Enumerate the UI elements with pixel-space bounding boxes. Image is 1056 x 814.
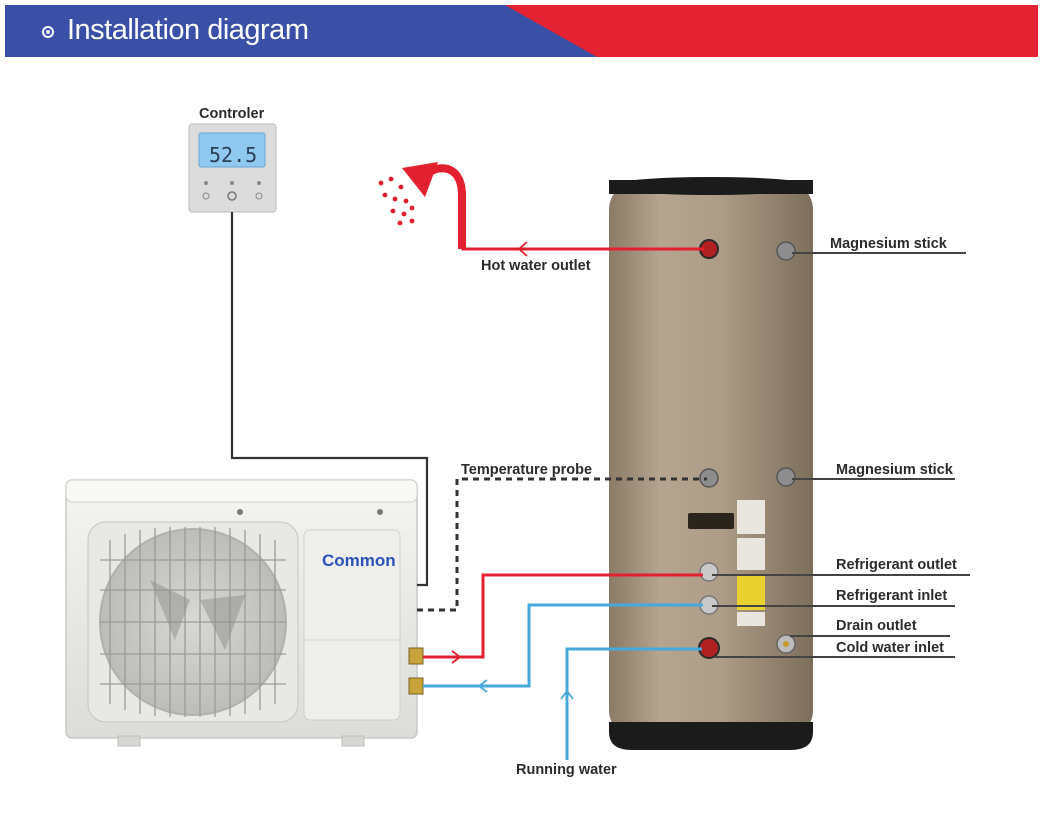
power-icon [227,191,237,201]
probe-port [699,468,719,488]
drain-outlet-label: Drain outlet [836,618,917,634]
refrigerant-inlet-label: Refrigerant inlet [836,588,947,604]
water-tank [609,177,813,750]
water-spray-icon [378,176,415,226]
refrigerant-outlet-port [699,562,719,582]
refrigerant-outlet-label: Refrigerant outlet [836,557,957,573]
controller-label: Controler [199,106,265,122]
magnesium-port-mid [776,467,796,487]
outdoor-unit [65,479,424,747]
leader-lines [712,252,970,658]
header-banner: Installation diagram [5,5,1038,57]
target-icon [42,26,54,38]
hot-water-arrow-icon [402,162,438,197]
refrigerant-inlet-pipe [423,603,703,688]
magnesium-stick-top-label: Magnesium stick [830,236,948,252]
controller-display: 52.5 [209,143,257,167]
running-water-pipe [565,647,702,760]
magnesium-port-top [776,241,796,261]
hot-water-outlet-label: Hot water outlet [481,258,591,274]
controller-cable [230,212,429,587]
cold-water-inlet-label: Cold water inlet [836,640,944,656]
running-water-label: Running water [516,762,617,778]
magnesium-stick-mid-label: Magnesium stick [836,462,954,478]
page-title: Installation diagram [67,14,309,46]
header-red-band [505,5,1038,57]
brand-logo: Common [322,551,396,570]
controller-panel [188,123,277,213]
refrigerant-outlet-pipe [423,573,703,659]
temperature-probe-label: Temperature probe [461,462,592,478]
